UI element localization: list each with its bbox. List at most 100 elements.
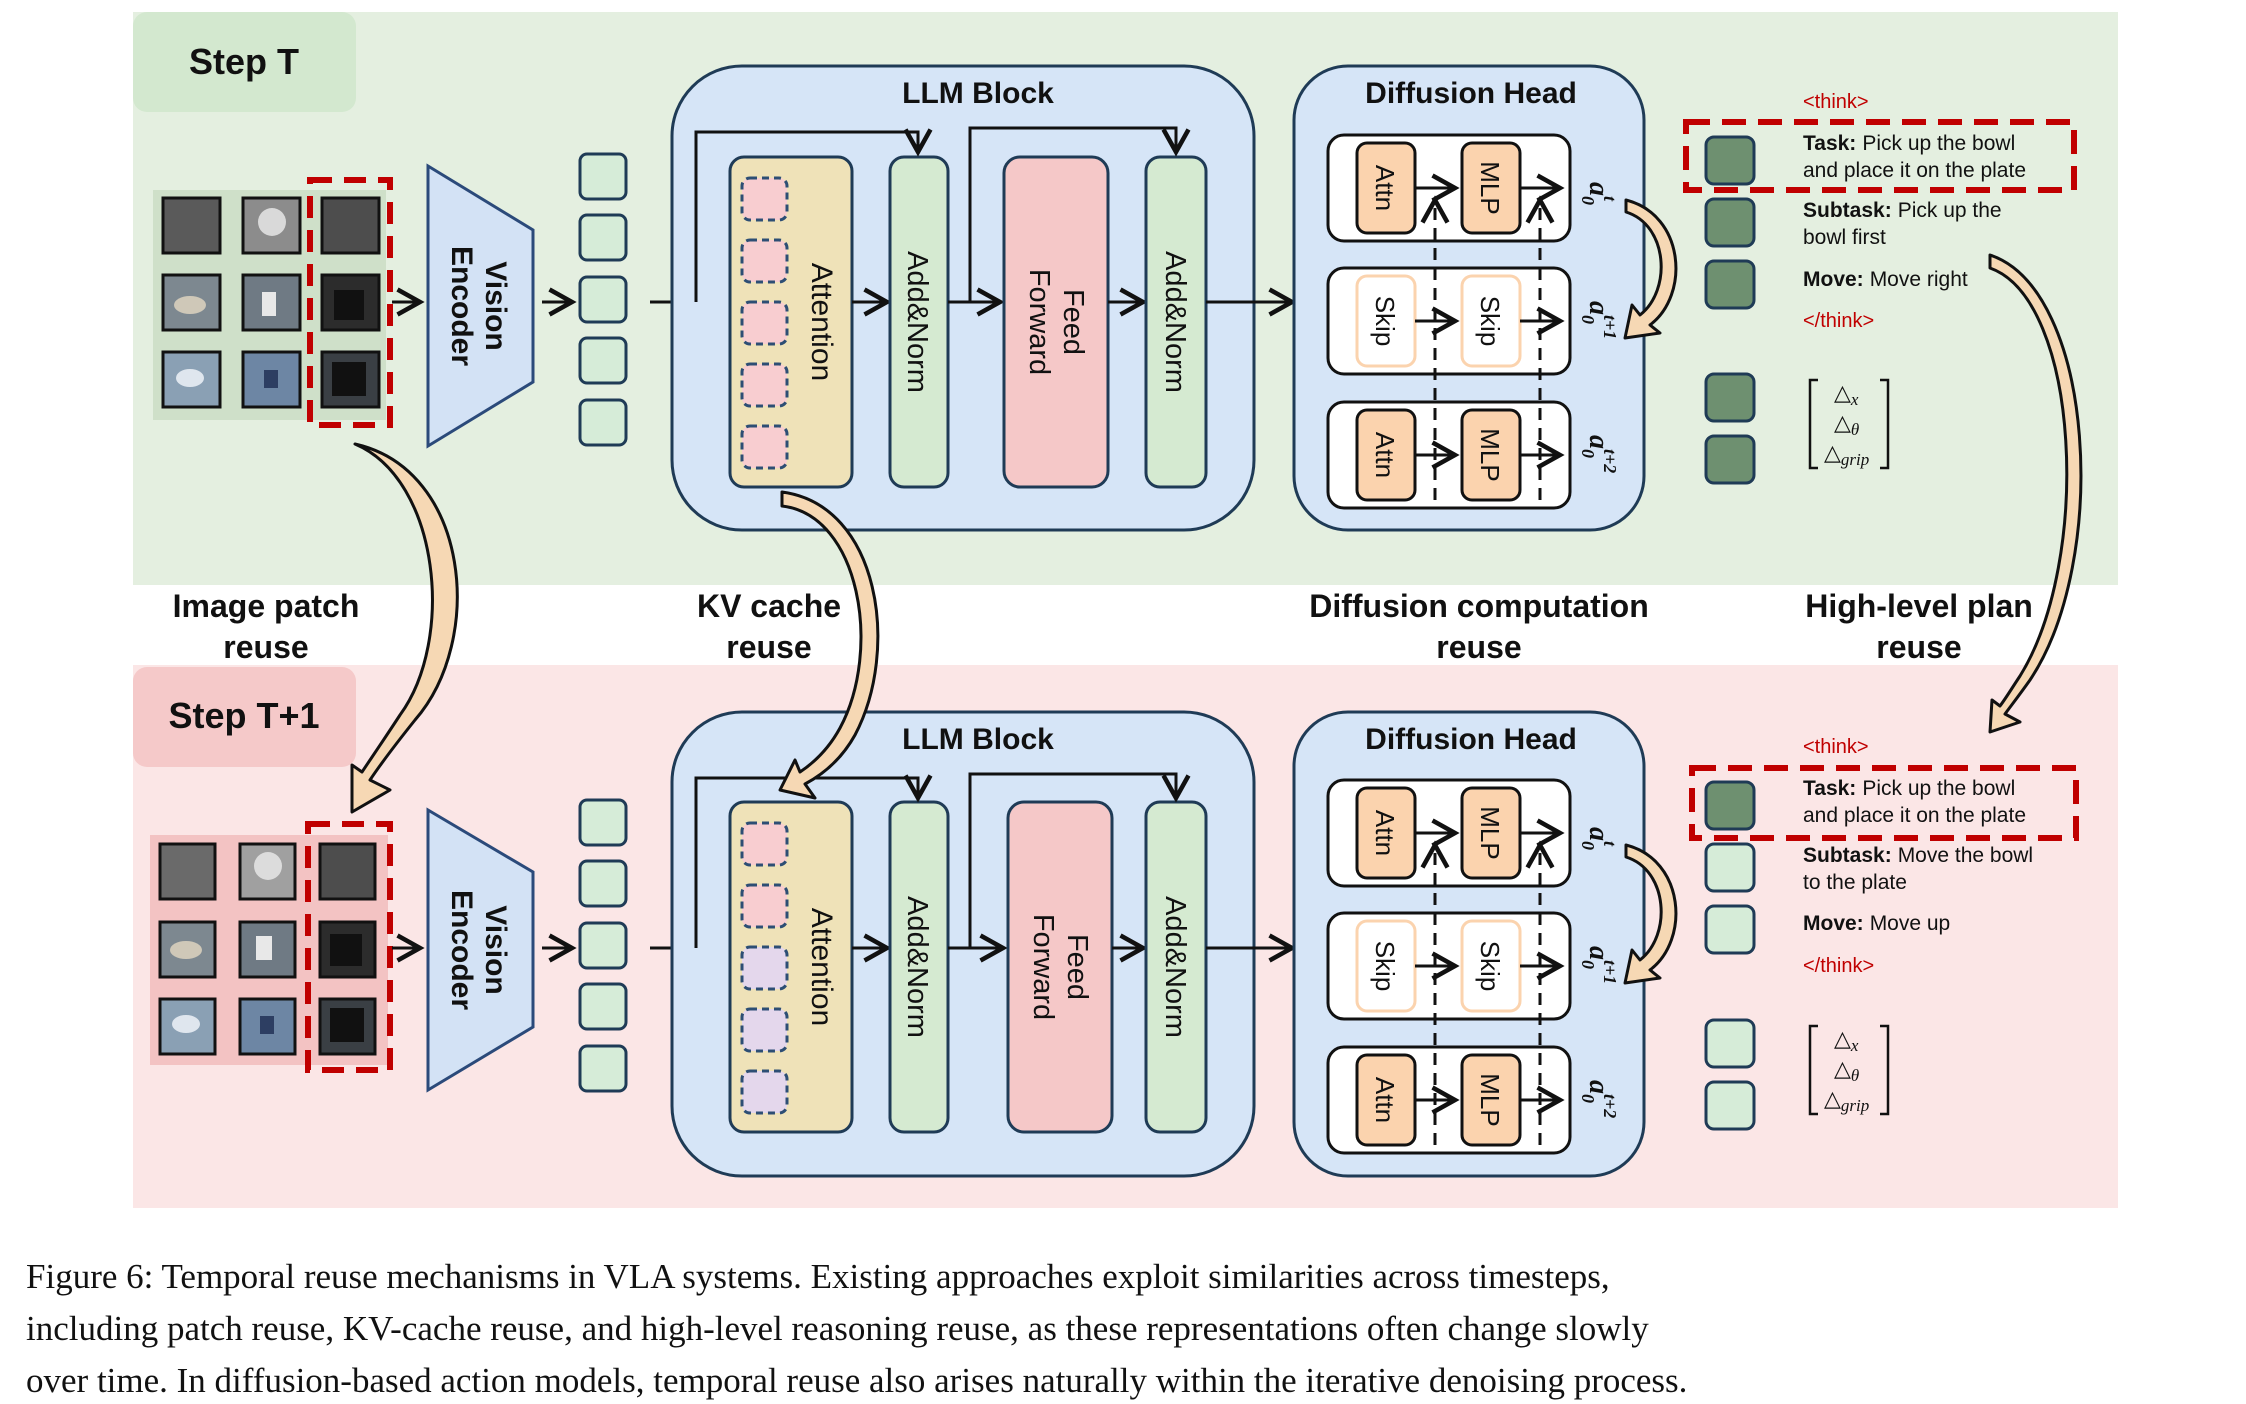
reused-patches-highlight [305, 821, 393, 1073]
svg-text:bowl first: bowl first [1803, 226, 1886, 249]
svg-text:t: t [1600, 841, 1620, 847]
diffusion-reuse-label-2: reuse [1436, 629, 1521, 665]
svg-text:0: 0 [1578, 449, 1598, 458]
svg-text:Add&Norm: Add&Norm [1159, 251, 1191, 393]
row-step-t1: Vision Encoder LLM Block Attention Add&N… [150, 710, 2079, 1178]
caption: Figure 6: Temporal reuse mechanisms in V… [26, 1257, 1687, 1400]
svg-text:<think>: <think> [1803, 91, 1869, 113]
reused-task-highlight [1683, 119, 2077, 193]
svg-text:Encoder: Encoder [445, 890, 478, 1010]
reused-task-highlight [1689, 765, 2079, 841]
svg-text:Skip: Skip [1370, 296, 1400, 347]
svg-text:Add&Norm: Add&Norm [1159, 896, 1191, 1038]
image-patch-reuse-label-2: reuse [223, 629, 308, 665]
svg-text:MLP: MLP [1475, 806, 1505, 859]
svg-text:over time. In diffusion-based: over time. In diffusion-based action mod… [26, 1361, 1687, 1400]
svg-text:△grip: △grip [1824, 1086, 1869, 1115]
visual-tokens [578, 798, 628, 1093]
add-norm-1 [888, 155, 950, 489]
svg-text:Skip: Skip [1370, 941, 1400, 992]
svg-text:△x: △x [1834, 1026, 1859, 1055]
svg-text:LLM Block: LLM Block [902, 77, 1054, 110]
svg-text:Attn: Attn [1370, 432, 1400, 478]
svg-text:Feed: Feed [1057, 289, 1089, 355]
delta-vector: △x △θ △grip [1808, 378, 1890, 470]
svg-text:to the plate: to the plate [1803, 871, 1907, 894]
svg-text:a: a [1583, 435, 1614, 449]
svg-text:Attention: Attention [805, 908, 838, 1026]
svg-text:MLP: MLP [1475, 161, 1505, 214]
svg-text:Diffusion Head: Diffusion Head [1365, 77, 1577, 110]
kv-cache-reuse-label-2: reuse [726, 629, 811, 665]
svg-text:</think>: </think> [1803, 310, 1874, 332]
svg-text:a: a [1583, 1080, 1614, 1094]
svg-text:t+1: t+1 [1600, 315, 1620, 339]
svg-text:Attn: Attn [1370, 810, 1400, 856]
diffusion-reuse-arrow [1623, 843, 1678, 985]
plan-tokens [1704, 135, 1756, 485]
svg-text:Encoder: Encoder [445, 246, 478, 366]
diffusion-reuse-arrow [1623, 198, 1678, 340]
kv-cache-slots [740, 176, 789, 470]
kv-cache-reuse-label-1: KV cache [697, 588, 841, 624]
svg-text:Vision: Vision [479, 261, 512, 350]
svg-text:Vision: Vision [479, 905, 512, 994]
feed-forward-block [1006, 800, 1114, 1134]
step-t1-label: Step T+1 [168, 695, 319, 736]
svg-text:LLM Block: LLM Block [902, 723, 1054, 756]
svg-text:△θ: △θ [1834, 410, 1859, 439]
vision-encoder [426, 163, 535, 449]
svg-text:△x: △x [1834, 380, 1859, 409]
svg-text:<think>: <think> [1803, 736, 1869, 758]
step-t-label: Step T [189, 41, 299, 82]
kv-cache-reuse-arrow [778, 490, 880, 800]
svg-text:0: 0 [1578, 196, 1598, 205]
delta-vector: △x △θ △grip [1808, 1024, 1890, 1116]
svg-text:Attn: Attn [1370, 165, 1400, 211]
svg-text:0: 0 [1578, 315, 1598, 324]
action-labels: a 0 t a 0 t+1 a 0 t+2 [1578, 827, 1620, 1118]
svg-text:Move:Move up: Move:Move up [1803, 912, 1950, 935]
svg-text:and place it on the plate: and place it on the plate [1803, 804, 2026, 827]
svg-text:a: a [1583, 946, 1614, 960]
svg-text:Forward: Forward [1027, 914, 1059, 1020]
plan-tokens [1704, 780, 1756, 1131]
svg-text:Task:Pick up the bowl: Task:Pick up the bowl [1803, 777, 2015, 800]
svg-text:t+2: t+2 [1600, 449, 1620, 473]
svg-text:0: 0 [1578, 841, 1598, 850]
svg-text:MLP: MLP [1475, 428, 1505, 481]
action-labels: a 0 t a 0 t+1 a 0 t+2 [1578, 182, 1620, 473]
diffusion-reuse-label-1: Diffusion computation [1309, 588, 1649, 624]
feed-forward-block [1002, 155, 1110, 489]
image-patch-grid [161, 196, 381, 409]
reused-patches-highlight [307, 177, 393, 428]
image-patch-grid [158, 842, 377, 1056]
visual-tokens [578, 152, 628, 447]
image-patch-reuse-arrow [350, 442, 459, 814]
svg-text:Forward: Forward [1023, 269, 1055, 375]
svg-text:△grip: △grip [1824, 440, 1869, 469]
svg-text:Attn: Attn [1370, 1077, 1400, 1123]
row-step-t: Vision Encoder LLM Block Attention Add&N… [153, 64, 2077, 532]
svg-text:Skip: Skip [1475, 941, 1505, 992]
svg-text:Attention: Attention [805, 263, 838, 381]
svg-text:and place it on the plate: and place it on the plate [1803, 159, 2026, 182]
svg-text:MLP: MLP [1475, 1073, 1505, 1126]
high-level-plan-reuse-arrow [1988, 253, 2083, 734]
svg-text:Move:Move right: Move:Move right [1803, 268, 1968, 291]
high-level-reuse-label-2: reuse [1876, 629, 1961, 665]
high-level-reuse-label-1: High-level plan [1805, 588, 2033, 624]
svg-text:Subtask:Move the bowl: Subtask:Move the bowl [1803, 844, 2033, 867]
svg-text:Subtask:Pick up the: Subtask:Pick up the [1803, 199, 2002, 222]
svg-text:Diffusion Head: Diffusion Head [1365, 723, 1577, 756]
svg-text:</think>: </think> [1803, 955, 1874, 977]
svg-text:Add&Norm: Add&Norm [901, 251, 933, 393]
svg-text:Add&Norm: Add&Norm [901, 896, 933, 1038]
svg-text:Task:Pick up the bowl: Task:Pick up the bowl [1803, 132, 2015, 155]
svg-text:Figure 6: Temporal reuse mecha: Figure 6: Temporal reuse mechanisms in V… [26, 1257, 1610, 1296]
svg-text:a: a [1583, 182, 1614, 196]
svg-text:t: t [1600, 196, 1620, 202]
svg-text:0: 0 [1578, 1094, 1598, 1103]
add-norm-2 [1144, 155, 1208, 489]
